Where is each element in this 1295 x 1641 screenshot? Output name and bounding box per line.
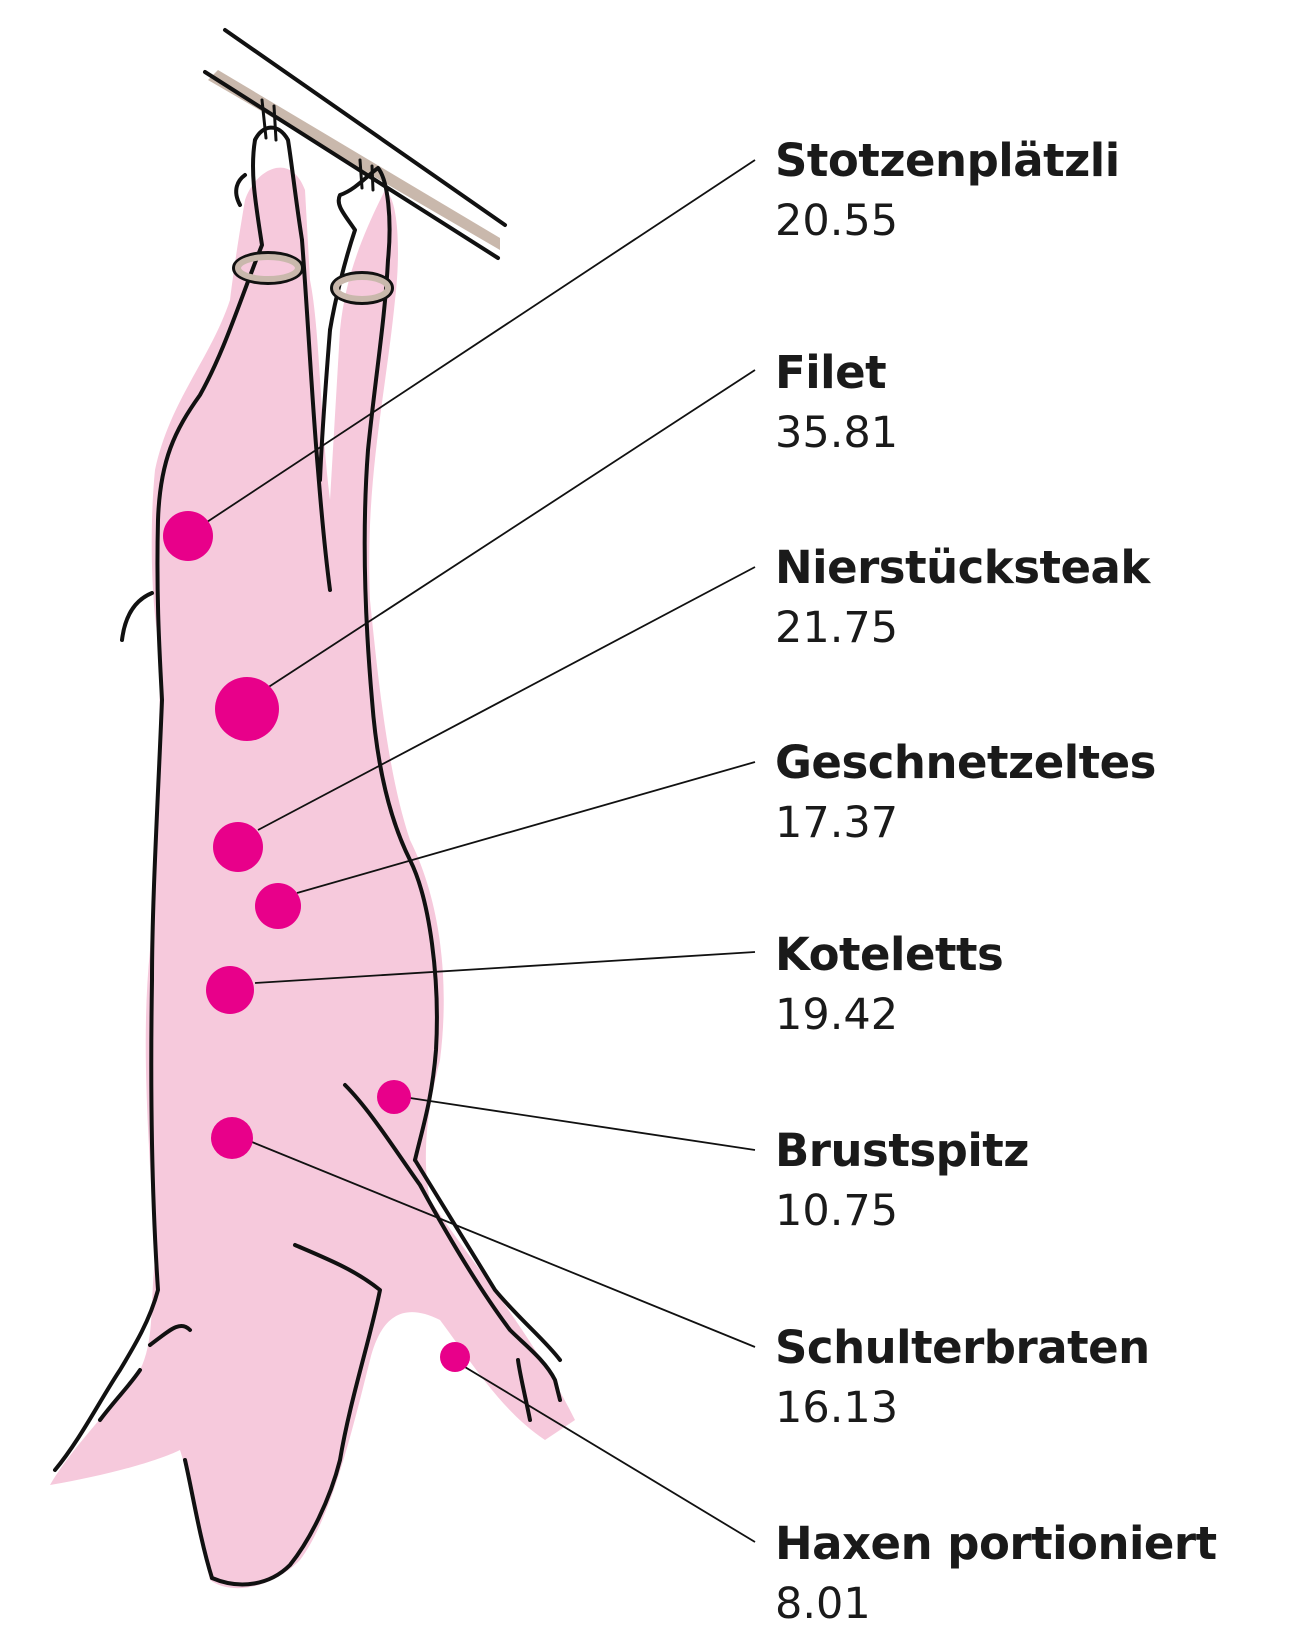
cut-label-haxen-portioniert: Haxen portioniert 8.01: [775, 1514, 1285, 1634]
cut-label-geschnetzeltes: Geschnetzeltes 17.37: [775, 733, 1285, 853]
cut-label-stotzenplaetzli: Stotzenplätzli 20.55: [775, 131, 1285, 251]
cut-price: 16.13: [775, 1378, 1285, 1438]
cut-name: Brustspitz: [775, 1121, 1285, 1181]
cut-name: Geschnetzeltes: [775, 733, 1285, 793]
marker-schulterbraten: [211, 1117, 253, 1159]
cut-label-brustspitz: Brustspitz 10.75: [775, 1121, 1285, 1241]
cut-price: 8.01: [775, 1574, 1285, 1634]
cut-label-nierstuecksteak: Nierstücksteak 21.75: [775, 538, 1285, 658]
marker-stotzenplaetzli: [163, 511, 213, 561]
cut-name: Schulterbraten: [775, 1318, 1285, 1378]
cut-name: Koteletts: [775, 925, 1285, 985]
marker-koteletts: [206, 966, 254, 1014]
cut-name: Nierstücksteak: [775, 538, 1285, 598]
cut-price: 21.75: [775, 598, 1285, 658]
cut-price: 20.55: [775, 191, 1285, 251]
cut-price: 17.37: [775, 793, 1285, 853]
cut-name: Filet: [775, 343, 1285, 403]
marker-haxen-portioniert: [440, 1342, 470, 1372]
cut-name: Stotzenplätzli: [775, 131, 1285, 191]
marker-filet: [215, 677, 279, 741]
cut-price: 35.81: [775, 403, 1285, 463]
cut-label-koteletts: Koteletts 19.42: [775, 925, 1285, 1045]
cut-price: 10.75: [775, 1181, 1285, 1241]
cut-label-filet: Filet 35.81: [775, 343, 1285, 463]
marker-nierstuecksteak: [213, 822, 263, 872]
cut-price: 19.42: [775, 985, 1285, 1045]
marker-geschnetzeltes: [255, 883, 301, 929]
cut-label-schulterbraten: Schulterbraten 16.13: [775, 1318, 1285, 1438]
marker-brustspitz: [377, 1080, 411, 1114]
cut-name: Haxen portioniert: [775, 1514, 1285, 1574]
